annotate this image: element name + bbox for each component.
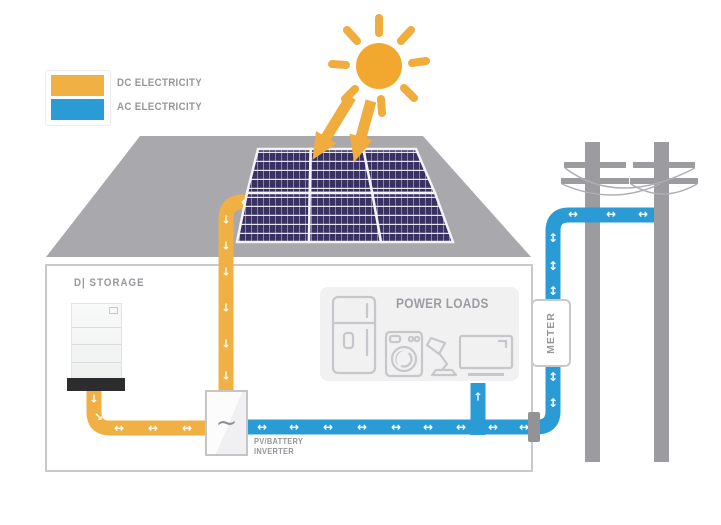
power-loads-title: POWER LOADS (396, 296, 489, 311)
power-lines (561, 167, 698, 196)
ac-color-swatch (51, 99, 104, 120)
svg-text:↓: ↓ (221, 214, 230, 227)
solar-panel-array (235, 147, 455, 244)
svg-text:↓: ↓ (221, 240, 230, 253)
ac-sine-symbol: ~ (215, 408, 238, 438)
washing-machine-icon (384, 330, 424, 378)
svg-text:↔: ↔ (638, 207, 648, 221)
svg-text:↔: ↔ (114, 421, 124, 435)
battery-module (72, 328, 121, 345)
battery-module (72, 304, 121, 328)
svg-text:↔: ↔ (519, 420, 529, 434)
storage-label: D| STORAGE (74, 277, 145, 289)
power-loads-box: POWER LOADS (320, 287, 519, 381)
svg-text:↕: ↕ (548, 370, 558, 384)
svg-text:↔: ↔ (182, 421, 192, 435)
battery-module (72, 345, 121, 363)
utility-pole-left (585, 142, 600, 462)
battery-module (72, 363, 121, 378)
meter-label: METER (545, 312, 557, 354)
legend-dc-label: DC ELECTRICITY (117, 77, 203, 89)
svg-text:↑: ↑ (473, 391, 482, 404)
battery-storage-unit (71, 303, 122, 379)
svg-text:↕: ↕ (548, 231, 558, 245)
flow-arrows: ← ↓ ↓ ↓ ↓ ↓ ↓ ↓ ↓ ↔ ↔ ↔ ↔ ↔ ↔ ↔ ↔ ↔ ↔ ↔ … (89, 195, 648, 435)
svg-text:↔: ↔ (289, 420, 299, 434)
legend-ac-label: AC ELECTRICITY (117, 101, 203, 113)
legend (45, 70, 111, 126)
sun-icon (312, 14, 430, 163)
svg-text:↔: ↔ (568, 207, 578, 221)
pv-battery-inverter: ~ (205, 390, 248, 456)
svg-text:↓: ↓ (221, 266, 230, 279)
svg-text:↓: ↓ (89, 393, 98, 406)
svg-text:↔: ↔ (257, 420, 267, 434)
battery-base (67, 378, 125, 391)
svg-text:↔: ↔ (357, 420, 367, 434)
desk-lamp-icon (425, 336, 458, 377)
sun-beams (312, 94, 377, 163)
svg-text:↔: ↔ (148, 421, 158, 435)
svg-text:↔: ↔ (323, 420, 333, 434)
svg-text:↔: ↔ (456, 420, 466, 434)
battery-indicator (109, 307, 118, 314)
wall-conduit-fitting (528, 412, 540, 442)
svg-text:↓: ↓ (221, 370, 230, 383)
svg-text:↕: ↕ (548, 259, 558, 273)
television-icon (458, 334, 514, 376)
svg-text:↔: ↔ (606, 207, 616, 221)
dc-pipes (86, 194, 258, 436)
svg-text:↓: ↓ (221, 338, 230, 351)
utility-poles (561, 142, 698, 462)
svg-text:↓: ↓ (221, 302, 230, 315)
svg-text:↕: ↕ (548, 396, 558, 410)
dc-color-swatch (51, 75, 104, 96)
electric-meter: METER (531, 299, 571, 367)
svg-text:↔: ↔ (391, 420, 401, 434)
svg-text:↔: ↔ (488, 420, 498, 434)
svg-text:↕: ↕ (548, 284, 558, 298)
dc-pipe-battery (86, 386, 207, 436)
svg-text:↔: ↔ (423, 420, 433, 434)
utility-pole-right (654, 142, 669, 462)
dc-pipe-solar (218, 194, 258, 392)
inverter-label: PV/BATTERY INVERTER (254, 436, 304, 456)
refrigerator-icon (331, 295, 377, 375)
